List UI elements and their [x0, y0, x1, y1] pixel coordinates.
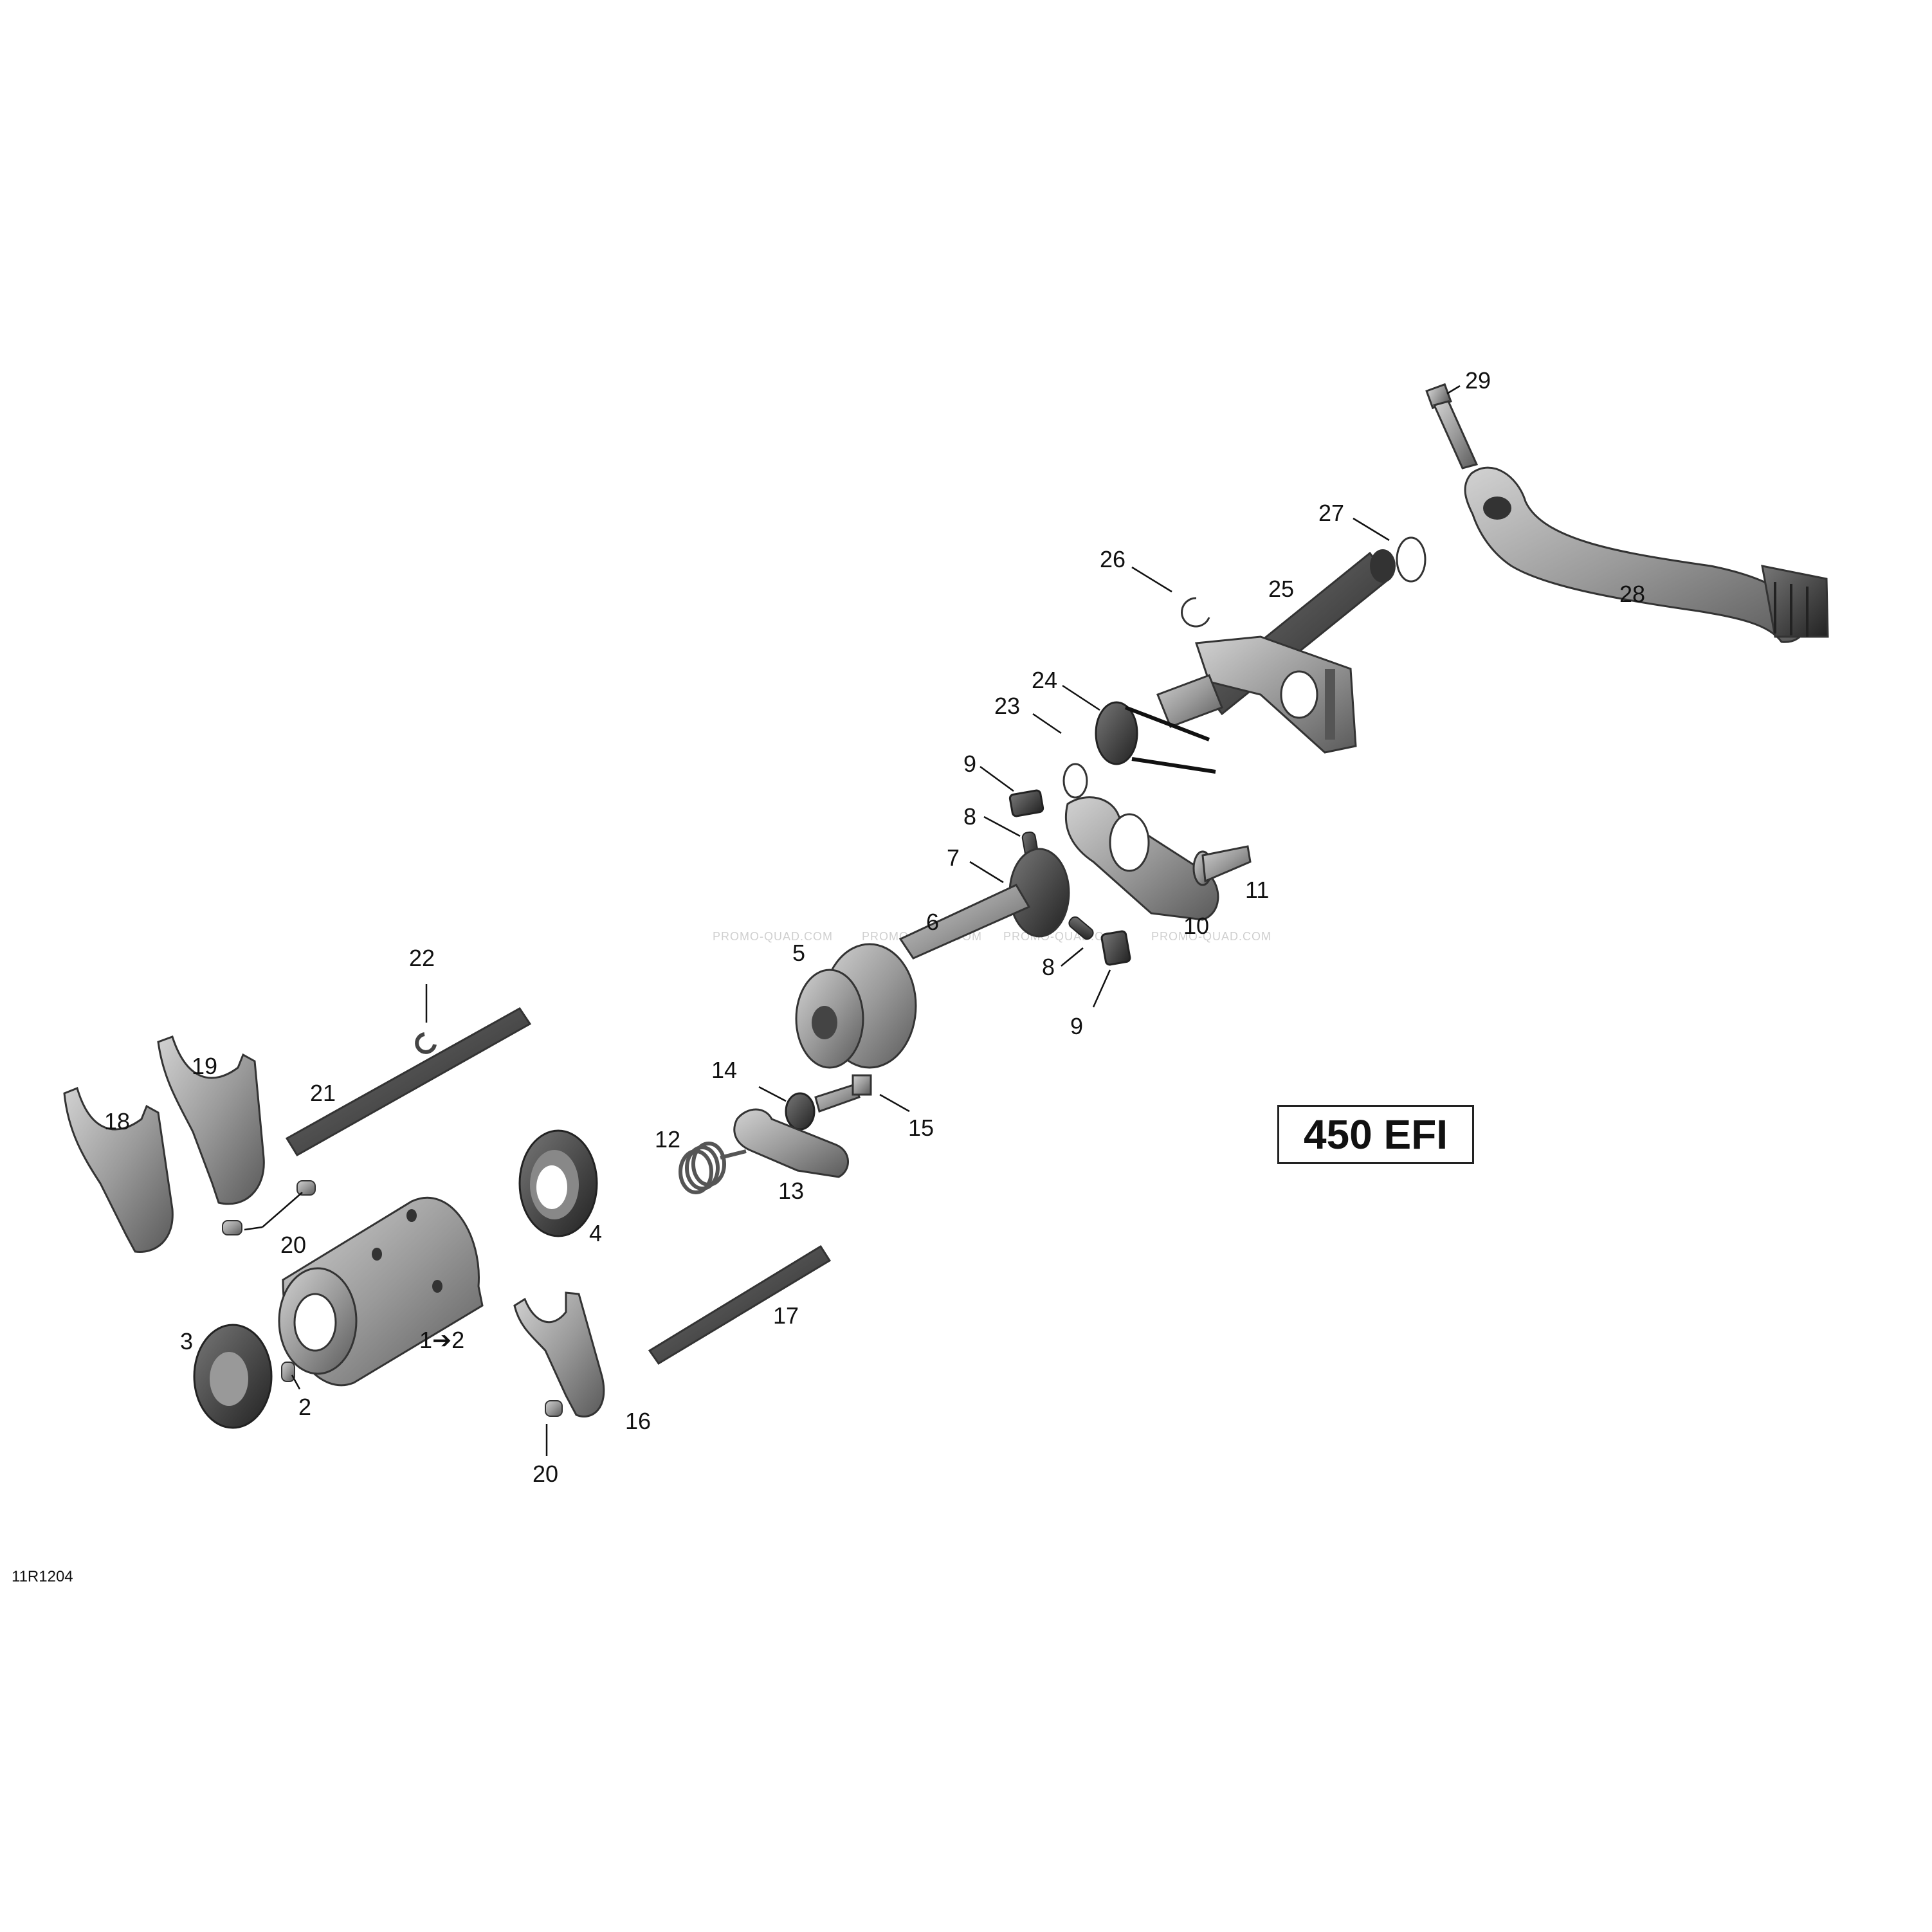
callout-24: 24	[1032, 667, 1057, 693]
part-26-circlip	[1181, 597, 1210, 628]
part-16-shift-fork	[513, 1291, 605, 1417]
callout-9-top: 9	[963, 751, 976, 777]
part-28-shift-lever	[1464, 466, 1829, 643]
callout-23: 23	[994, 693, 1020, 719]
callout-1: 1➔2	[419, 1327, 464, 1353]
part-29-bolt	[1425, 383, 1479, 469]
part-20-pin-b	[222, 1220, 242, 1235]
part-9-block-bottom	[1100, 930, 1131, 966]
part-1-shift-drum	[278, 1196, 484, 1387]
part-12-spring	[679, 1142, 747, 1194]
part-2-pin	[281, 1362, 295, 1382]
callout-3: 3	[180, 1328, 193, 1354]
part-15-bolt	[814, 1074, 872, 1113]
callout-15: 15	[908, 1115, 934, 1141]
part-4-bearing	[518, 1129, 598, 1237]
callout-26: 26	[1100, 546, 1125, 572]
part-8-pin-bottom	[1068, 916, 1094, 940]
callout-20-top: 20	[280, 1232, 306, 1258]
part-19-shift-fork	[157, 1035, 265, 1205]
callout-6: 6	[926, 909, 939, 935]
part-3-bearing	[193, 1324, 273, 1429]
part-20-pin-c	[545, 1400, 563, 1417]
callout-29: 29	[1465, 367, 1491, 394]
callout-17: 17	[773, 1302, 799, 1329]
callout-20-bottom: 20	[533, 1461, 558, 1487]
callout-8-top: 8	[963, 803, 976, 830]
model-label-box: 450 EFI	[1277, 1105, 1474, 1164]
callouts: 29 27 26 25 28 24 23 9 8 7 11 10 6 5 8 9…	[104, 367, 1645, 1487]
callout-10: 10	[1183, 913, 1209, 939]
callout-21: 21	[310, 1080, 336, 1106]
model-label: 450 EFI	[1303, 1111, 1448, 1158]
callout-11: 11	[1245, 877, 1269, 903]
figure-id: 11R1204	[12, 1568, 73, 1585]
part-17-fork-shaft	[648, 1244, 832, 1365]
callout-16: 16	[625, 1408, 651, 1434]
part-23-washer	[1062, 763, 1088, 799]
callout-7: 7	[947, 844, 960, 871]
watermark: PROMO-QUAD.COM	[713, 930, 833, 943]
callout-2: 2	[298, 1394, 311, 1420]
callout-5: 5	[792, 940, 805, 966]
callout-12: 12	[655, 1126, 680, 1153]
callout-18: 18	[104, 1108, 130, 1135]
callout-25: 25	[1268, 576, 1294, 602]
leader-lines	[244, 385, 1461, 1456]
callout-4: 4	[589, 1220, 602, 1246]
part-6-shaft	[898, 884, 1031, 960]
part-25-shift-shaft	[1156, 549, 1396, 754]
callout-27: 27	[1318, 500, 1344, 526]
part-10-hole	[1109, 813, 1150, 872]
part-14-washer	[785, 1092, 816, 1131]
part-20-pin-a	[296, 1180, 316, 1196]
callout-9-bottom: 9	[1070, 1013, 1083, 1039]
part-18-shift-fork	[63, 1086, 174, 1253]
part-24-return-spring	[1095, 701, 1216, 774]
callout-28: 28	[1619, 581, 1645, 607]
part-27-washer	[1396, 536, 1426, 583]
watermark: PROMO-QUAD.COM	[1151, 930, 1271, 943]
part-11-screw	[1192, 845, 1252, 886]
callout-13: 13	[778, 1178, 804, 1204]
callout-8-bottom: 8	[1042, 954, 1055, 980]
part-21-fork-shaft	[285, 1007, 532, 1157]
part-13-detent-arm	[733, 1108, 849, 1178]
callout-14: 14	[711, 1057, 737, 1083]
part-5-selector-cam	[795, 943, 917, 1069]
callout-22: 22	[409, 945, 435, 971]
callout-19: 19	[192, 1053, 217, 1079]
part-9-block-top	[1008, 789, 1044, 817]
part-22-circlip	[415, 1032, 437, 1054]
